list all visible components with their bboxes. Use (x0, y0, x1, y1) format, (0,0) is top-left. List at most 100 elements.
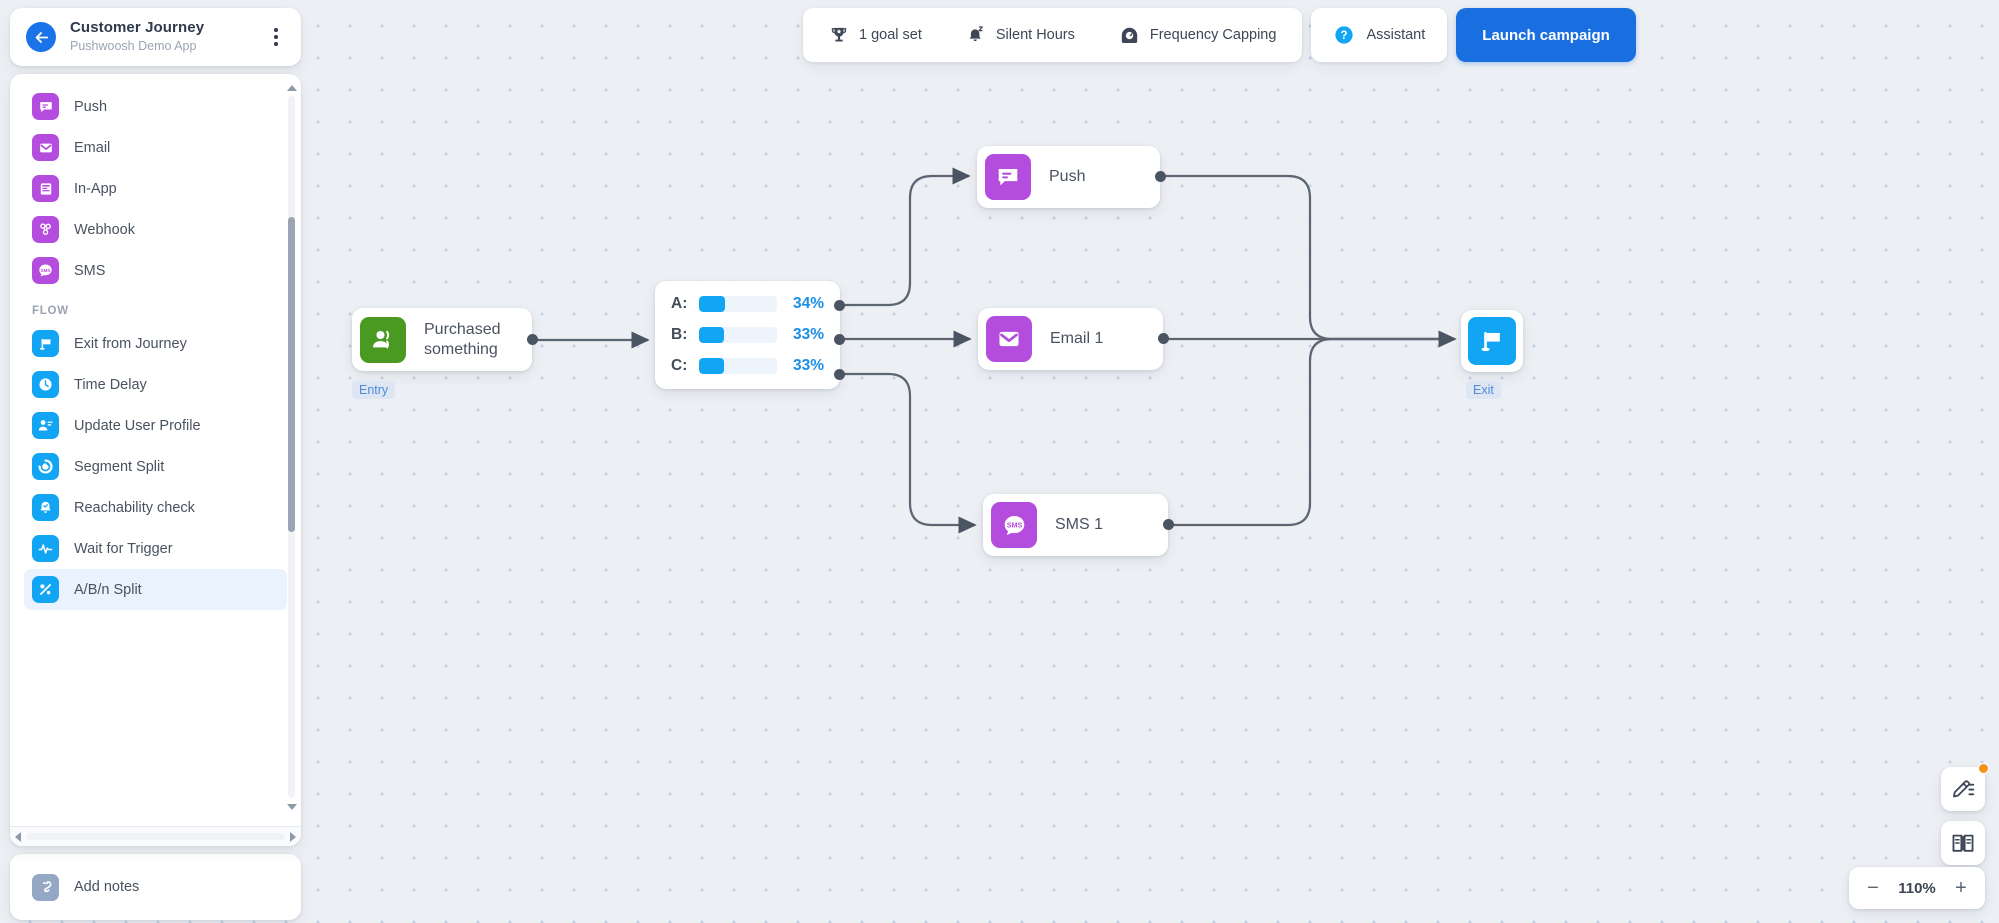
sms-bubble-icon: SMS (991, 502, 1037, 548)
envelope-icon (32, 134, 59, 161)
palette-horizontal-scrollbar[interactable] (10, 826, 301, 846)
split-branch-bar (698, 358, 777, 374)
node-entry-output-port[interactable] (527, 334, 538, 345)
zoom-in-button[interactable]: + (1955, 876, 1967, 899)
notes-fab-button[interactable] (1941, 763, 1989, 811)
pencil-list-icon (1952, 779, 1974, 797)
webhook-icon (32, 216, 59, 243)
node-push-output-port[interactable] (1155, 171, 1166, 182)
trophy-icon (831, 27, 847, 42)
palette-vertical-scrollbar[interactable] (286, 82, 297, 812)
scroll-right-arrow[interactable] (290, 831, 296, 842)
split-branch-key: C: (671, 357, 688, 374)
node-email[interactable]: Email 1 (978, 308, 1169, 370)
bell-check-icon (32, 494, 59, 521)
palette-item-in-app[interactable]: In-App (24, 168, 287, 209)
scroll-down-arrow[interactable] (286, 801, 297, 812)
zoom-level-value: 110% (1898, 879, 1936, 897)
node-push[interactable]: Push (977, 146, 1166, 208)
silent-hours-label: Silent Hours (995, 27, 1075, 43)
arrow-left-icon (35, 31, 48, 43)
palette-item-webhook[interactable]: Webhook (24, 209, 287, 250)
palette-item-label: Push (74, 98, 108, 115)
node-email-label: Email 1 (1050, 330, 1104, 347)
launch-campaign-label: Launch campaign (1482, 26, 1610, 44)
speedometer-icon (1121, 27, 1138, 43)
book-icon (1952, 834, 1974, 852)
palette-item-email[interactable]: Email (24, 127, 287, 168)
top-toolbar: 1 goal set Silent Hours Frequency Cappin… (803, 8, 1985, 62)
split-branch-key: B: (671, 326, 688, 343)
bell-sleep-icon (969, 26, 983, 42)
back-button[interactable] (26, 22, 56, 52)
frequency-capping-label: Frequency Capping (1149, 27, 1277, 43)
node-entry[interactable]: Purchased something (352, 308, 538, 371)
palette-item-label: Wait for Trigger (74, 540, 173, 557)
scroll-left-arrow[interactable] (15, 831, 21, 842)
split-branch-bar (698, 296, 777, 312)
svg-text:SMS: SMS (1006, 520, 1022, 529)
silent-hours-button[interactable]: Silent Hours (944, 12, 1097, 58)
node-sms-label: SMS 1 (1055, 516, 1104, 533)
palette-item-exit-from-journey[interactable]: Exit from Journey (24, 323, 287, 364)
palette-item-sms[interactable]: SMS SMS (24, 250, 287, 291)
node-entry-line1: Purchased (424, 320, 501, 338)
sms-bubble-icon: SMS (32, 257, 59, 284)
journey-title-block: Customer Journey Pushwoosh Demo App (70, 19, 251, 55)
node-abn-split[interactable]: A: 34% B: 33% C: 33% (655, 281, 845, 389)
split-branch-percent: 33% (792, 326, 824, 343)
kebab-menu-icon[interactable] (265, 24, 287, 50)
svg-text:SMS: SMS (41, 268, 51, 273)
scrollbar-thumb[interactable] (288, 217, 295, 532)
launch-campaign-button[interactable]: Launch campaign (1456, 8, 1636, 62)
palette-scroll-area: Push Email (10, 74, 301, 826)
assistant-button[interactable]: ? Assistant (1311, 8, 1448, 62)
audience-icon (360, 316, 406, 363)
palette-item-abn-split[interactable]: A/B/n Split (24, 569, 287, 610)
palette-item-wait-for-trigger[interactable]: Wait for Trigger (24, 528, 287, 569)
palette-item-reachability-check[interactable]: Reachability check (24, 487, 287, 528)
palette-item-segment-split[interactable]: Segment Split (24, 446, 287, 487)
split-output-port-b[interactable] (834, 334, 845, 345)
palette-item-time-delay[interactable]: Time Delay (24, 364, 287, 405)
clock-icon (32, 371, 59, 398)
palette-section-flow: FLOW (32, 305, 69, 317)
pulse-icon (32, 535, 59, 562)
split-output-port-c[interactable] (834, 369, 845, 380)
split-branch-bar (698, 327, 777, 343)
node-entry-line2: something (424, 340, 498, 358)
hscrollbar-track (26, 833, 285, 840)
frequency-capping-button[interactable]: Frequency Capping (1097, 12, 1299, 58)
question-circle-icon: ? (1335, 26, 1354, 44)
palette-item-label: Email (74, 139, 111, 156)
palette-item-update-user-profile[interactable]: Update User Profile (24, 405, 287, 446)
add-notes-card[interactable]: Add notes (10, 854, 301, 920)
palette-item-label: Segment Split (74, 458, 165, 475)
node-email-output-port[interactable] (1158, 333, 1169, 344)
zoom-control[interactable]: − 110% + (1849, 867, 1985, 909)
palette-item-push[interactable]: Push (24, 86, 287, 127)
palette-item-label: Webhook (74, 221, 135, 238)
goal-button-label: 1 goal set (859, 27, 922, 43)
node-sms-output-port[interactable] (1163, 519, 1174, 530)
scroll-up-arrow[interactable] (286, 82, 297, 93)
node-exit-tag: Exit (1466, 381, 1501, 399)
user-edit-icon (32, 412, 59, 439)
zoom-out-button[interactable]: − (1867, 876, 1879, 899)
goal-button[interactable]: 1 goal set (807, 12, 944, 58)
split-output-port-a[interactable] (834, 300, 845, 311)
node-exit[interactable] (1461, 310, 1523, 372)
flag-icon (32, 330, 59, 357)
guide-fab-button[interactable] (1941, 821, 1985, 865)
in-app-icon (32, 175, 59, 202)
node-sms[interactable]: SMS SMS 1 (983, 494, 1174, 556)
segment-split-icon (32, 453, 59, 480)
page-title: Customer Journey (70, 19, 205, 36)
palette-item-label: A/B/n Split (74, 581, 142, 598)
split-branch-row: C: 33% (671, 357, 824, 375)
push-message-icon (32, 93, 59, 120)
split-branch-percent: 33% (792, 357, 824, 374)
journey-settings-group: 1 goal set Silent Hours Frequency Cappin… (803, 8, 1303, 62)
